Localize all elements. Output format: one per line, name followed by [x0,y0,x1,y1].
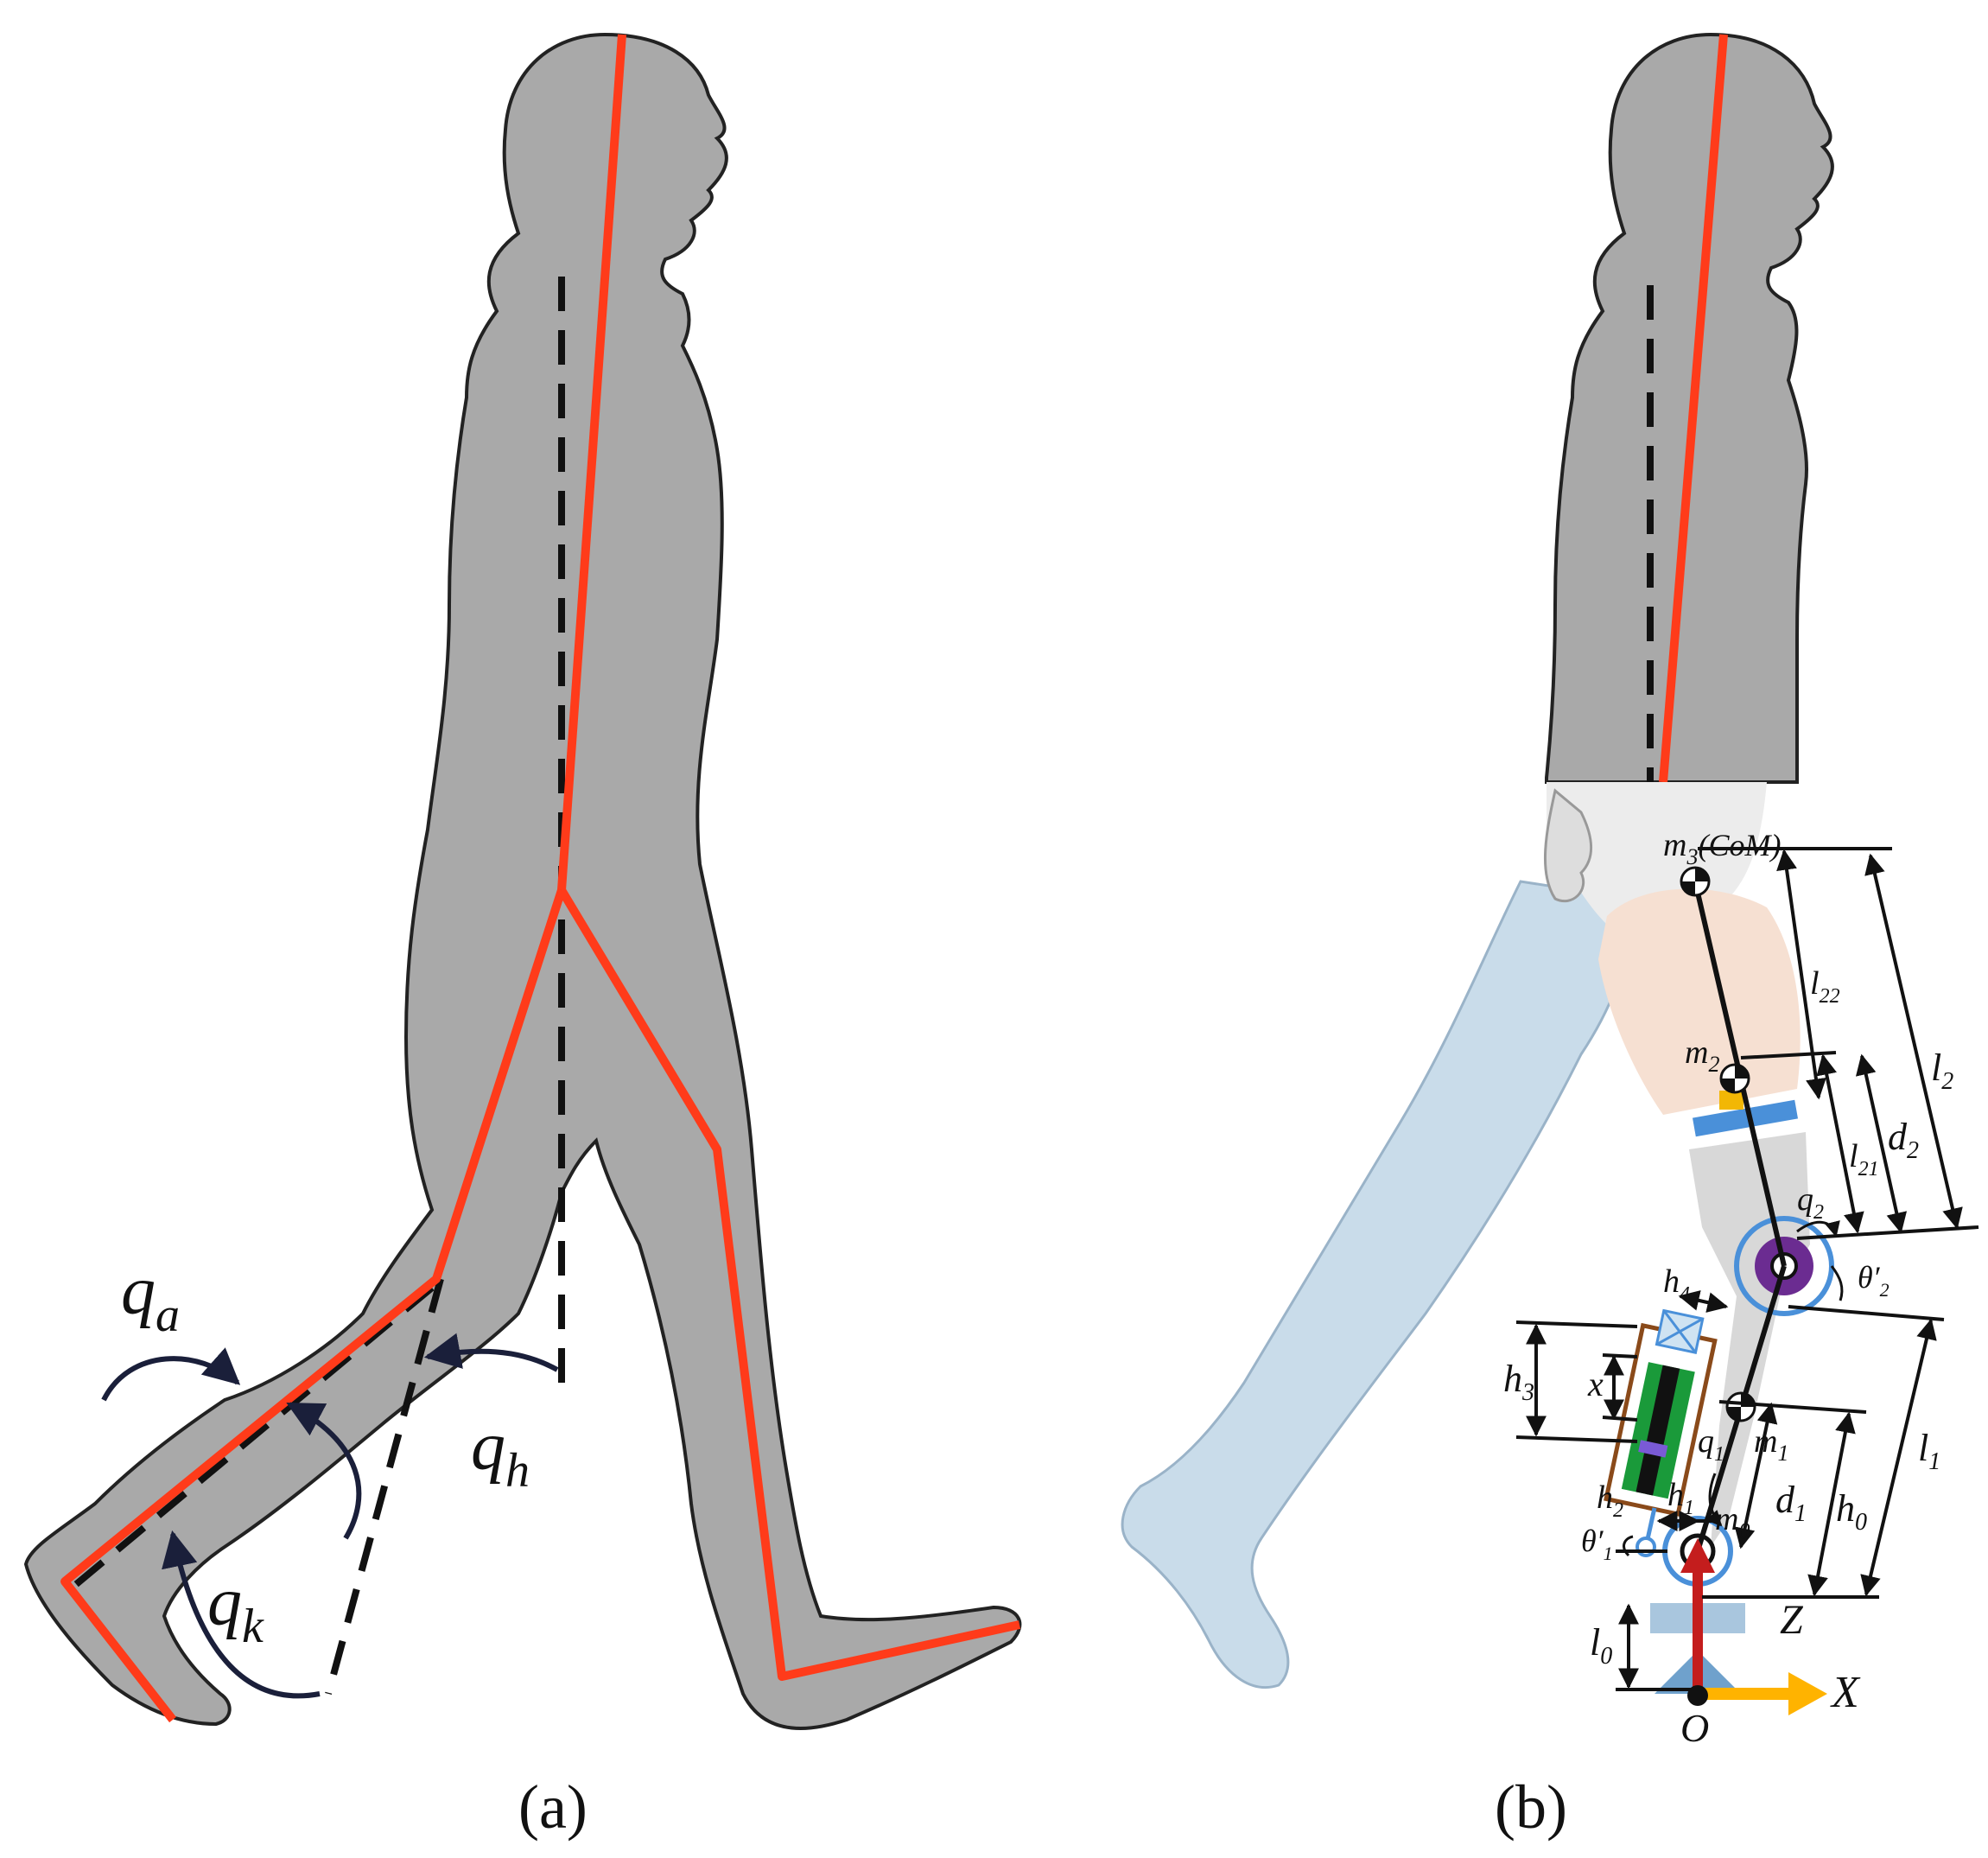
dimension-lines [1515,847,1979,1691]
z-axis-arrowhead [1680,1538,1715,1573]
hip-angle-arc-a [423,1333,559,1372]
ankle-angle-q1-arc [1705,1473,1723,1527]
pelvis-harness [1547,782,1767,925]
knee-angle-q2-arc [1796,1220,1840,1238]
skeleton-torso-b [1659,34,1728,783]
panel-b-prosthesis-model: m3(CoM) m2 m1 m0 l22 l21 l2 d2 l1 d1 h0 [1121,32,1979,1842]
label-m1: m1 [1754,1423,1788,1466]
harness-strap [1543,788,1593,903]
label-q2: q2 [1797,1181,1824,1224]
label-l0: l0 [1590,1621,1612,1670]
com-marker-m3 [1680,866,1711,897]
panel-a-walking-figure: qa qk qh (a) [23,32,1022,1842]
label-h4: h4 [1663,1263,1690,1306]
dashed-shank-reference-a [67,1284,435,1594]
com-marker-m2 [1719,1063,1750,1094]
label-theta2: θ′2 [1858,1260,1890,1301]
label-q1: q1 [1698,1423,1724,1466]
residual-thigh [1598,888,1801,1115]
label-d2: d2 [1888,1116,1919,1164]
panel-b-label: (b) [1495,1772,1567,1842]
label-l22: l22 [1810,965,1840,1008]
x-axis-arrowhead [1788,1672,1827,1715]
label-m2: m2 [1685,1034,1719,1077]
skeleton-front-leg-a [557,888,1021,1681]
label-h2: h2 [1597,1479,1623,1522]
com-marker-m1 [1725,1391,1756,1422]
knee-angle-label: qk [207,1564,264,1653]
label-l2: l2 [1931,1047,1953,1095]
socket-adapter [1719,1091,1743,1110]
label-h0: h0 [1836,1487,1867,1536]
dashed-thigh-reference-a [325,1277,444,1696]
dimension-arrows [1526,849,1963,1689]
label-l1: l1 [1918,1427,1940,1475]
skeleton-torso-a [557,34,626,891]
theta1-arc [1623,1535,1634,1557]
prosthetic-shank-shell [1689,1132,1810,1547]
ankle-angle-label: qa [121,1253,180,1342]
body-silhouette-a [23,32,1022,1730]
label-axis-z: Z [1780,1597,1804,1643]
socket-plate [1693,1099,1798,1137]
label-d1: d1 [1775,1479,1807,1527]
damper-actuator [1604,1308,1718,1518]
label-axis-x: X [1830,1668,1861,1717]
label-theta1: θ′1 [1581,1524,1613,1564]
skeleton-rear-leg-a [60,888,566,1723]
theta2-arc [1830,1265,1844,1301]
label-origin: O [1680,1706,1709,1750]
label-h3: h3 [1503,1358,1534,1406]
ankle-angle-arc-a [101,1347,241,1402]
label-m3: m3(CoM) [1663,827,1781,869]
knee-angle-arc-lower-a [162,1530,321,1699]
label-m0: m0 [1715,1501,1750,1543]
knee-angle-arc-a [286,1402,362,1540]
hip-angle-label: qh [471,1409,530,1498]
label-h1: h1 [1667,1477,1694,1519]
label-x-displacement: x [1587,1365,1604,1403]
rear-leg-silhouette-b [1121,880,1635,1689]
panel-a-label: (a) [518,1772,588,1842]
label-l21: l21 [1849,1138,1879,1180]
